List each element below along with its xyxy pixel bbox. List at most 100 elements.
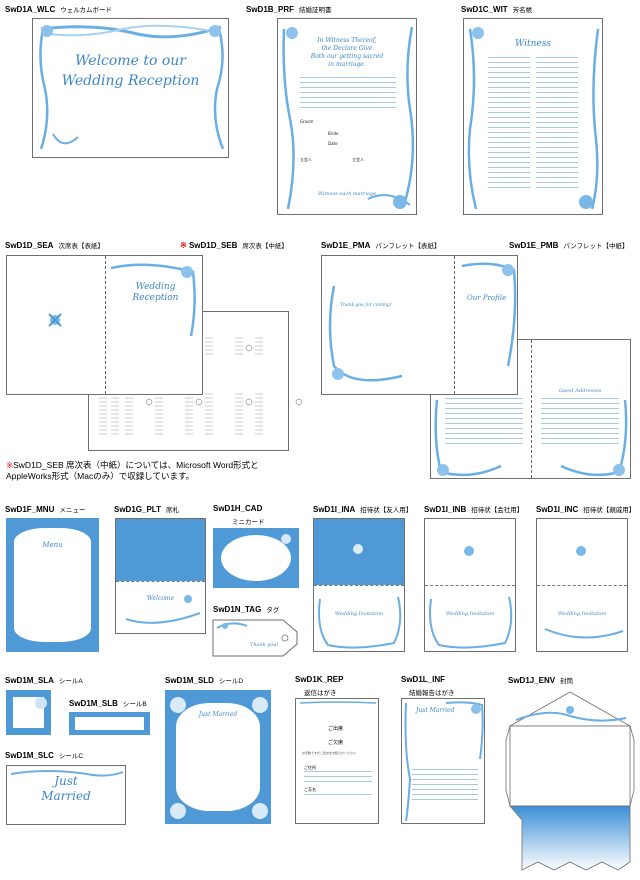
date-field: Date — [328, 141, 338, 146]
ribbon-bow-icon — [48, 263, 196, 337]
certificate-lines — [300, 77, 396, 112]
fold-line — [116, 581, 205, 582]
ribbon-frame-icon — [429, 546, 513, 649]
fold-line — [537, 585, 627, 586]
rep-label: SwD1K_REP — [295, 675, 344, 684]
seal-d[interactable]: Just Married — [165, 690, 271, 824]
invitation-friends-text: Wedding Invitation — [334, 611, 384, 617]
guestbook-lines-right — [536, 57, 578, 192]
guestbook-title: Witness — [515, 39, 551, 49]
seating-cover-line-2: Reception — [132, 293, 179, 303]
tag-text: Thank you! — [250, 642, 279, 648]
invitation-friends-card[interactable]: Wedding Invitation — [313, 518, 405, 652]
seal-b[interactable] — [69, 712, 150, 735]
place-card[interactable]: Welcome — [115, 518, 206, 634]
mini-card[interactable] — [213, 528, 299, 588]
ribbon-frame-icon — [10, 770, 124, 777]
ribbon-frame-icon — [434, 399, 628, 477]
announcement-postcard[interactable]: Just Married — [401, 698, 485, 824]
seal-d-text: Just Married — [198, 711, 238, 718]
pamphlet-inner-title: Guest Addresses — [559, 388, 602, 394]
ribbon-bow-icon — [125, 595, 201, 624]
welcome-line-2: Wedding Reception — [61, 73, 200, 89]
reply-postcard[interactable]: ご出席 ご欠席 お手数ですがご出欠をお知らせください ご住所 ご芳名 — [295, 698, 379, 824]
menu-window — [14, 528, 91, 642]
seating-format-note: ※SwD1D_SEB 席次表（中紙）については、Microsoft Word形式… — [6, 460, 259, 481]
inf-label: SwD1L_INF — [401, 675, 446, 684]
fold-line — [425, 585, 515, 586]
ribbon-frame-icon — [170, 697, 268, 819]
certificate-card[interactable]: In Witness Thereof, the Declare Give Bot… — [277, 18, 417, 215]
place-card-top — [116, 519, 205, 581]
groom-field: Groom — [300, 119, 314, 124]
seal-d-window — [176, 703, 260, 811]
seal-b-window — [75, 717, 144, 730]
fold-line — [531, 340, 532, 478]
menu-card[interactable]: Menu — [6, 518, 99, 652]
pamphlet-lines-right — [541, 398, 619, 448]
ribbon-frame-icon — [328, 262, 517, 382]
ribbon-frame-icon — [467, 27, 600, 210]
certificate-verse-2: the Declare Give — [321, 45, 373, 52]
witness-a-field: 立会人 — [300, 157, 312, 162]
envelope-template-icon[interactable] — [505, 690, 635, 876]
invitation-relatives-text: Wedding Invitation — [557, 611, 607, 617]
place-card-text: Welcome — [146, 595, 175, 602]
announcement-text: Just Married — [416, 707, 455, 714]
seal-c[interactable]: Just Married — [6, 765, 126, 825]
fold-line — [105, 256, 106, 394]
certificate-footer: Witness each marriage — [317, 191, 377, 197]
ribbon-bow-icon — [35, 697, 47, 709]
ribbon-frame-icon — [544, 546, 624, 639]
pamphlet-cover-right-text: Our Profile — [467, 294, 507, 302]
fold-line — [314, 585, 404, 586]
guestbook-card[interactable]: Witness — [463, 18, 603, 215]
seal-c-line-1: Just — [54, 774, 78, 788]
certificate-verse-3: Both our getting sacred — [310, 53, 384, 60]
cad-label: SwD1H_CAD — [213, 504, 263, 513]
ribbon-corner-icon — [299, 701, 377, 704]
welcome-line-1: Welcome to our — [75, 53, 186, 69]
seal-a[interactable] — [6, 690, 51, 735]
pamphlet-lines-left — [445, 398, 523, 448]
announcement-lines — [412, 769, 478, 804]
reply-message: お手数ですがご出欠をお知らせください — [302, 751, 356, 755]
reply-lines — [304, 771, 372, 786]
welcome-board-card[interactable]: Welcome to our Wedding Reception — [32, 18, 229, 158]
mini-card-oval — [221, 535, 291, 581]
ribbon-frame-icon — [282, 26, 415, 210]
bride-field: Bride — [328, 131, 339, 136]
ribbon-frame-icon — [39, 24, 225, 150]
name-field-label: ご芳名 — [304, 787, 316, 792]
certificate-verse-4: in marriage. — [328, 61, 366, 68]
menu-title: Menu — [42, 541, 63, 549]
ribbon-frame-icon — [404, 701, 484, 822]
attend-option[interactable]: ご出席 — [328, 726, 344, 732]
invitation-company-card[interactable]: Wedding Invitation — [424, 518, 516, 652]
tag-shape-icon[interactable] — [211, 618, 299, 658]
certificate-verse-1: In Witness Thereof, — [317, 37, 377, 44]
inf-sub: 結婚報告はがき — [409, 690, 455, 697]
seating-cover-card[interactable]: Wedding Reception — [6, 255, 203, 395]
invitation-company-text: Wedding Invitation — [445, 611, 495, 617]
pamphlet-cover-card[interactable]: Thank you for coming! Our Profile — [321, 255, 518, 395]
invitation-relatives-card[interactable]: Wedding Invitation — [536, 518, 628, 652]
absent-option[interactable]: ご欠席 — [328, 740, 344, 746]
